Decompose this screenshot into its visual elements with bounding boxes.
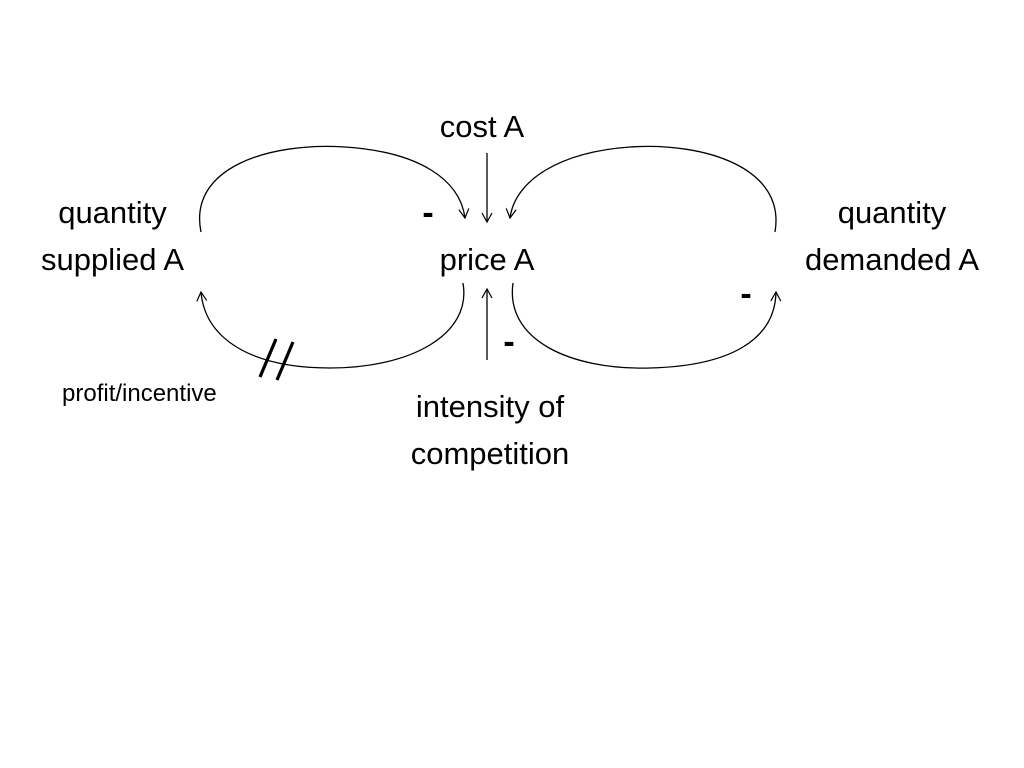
link-demanded-to-price <box>505 145 777 233</box>
polarity-competition-to-price: - <box>503 323 515 361</box>
node-cost-a: cost A <box>412 103 552 150</box>
link-price-to-supplied <box>196 282 465 369</box>
node-intensity-of-competition: intensity of competition <box>380 383 600 477</box>
node-intensity-of-competition-line1: intensity of <box>415 389 565 424</box>
link-price-to-demanded <box>511 282 782 369</box>
node-quantity-supplied-a-line2: supplied A <box>40 242 185 277</box>
delay-label: profit/incentive <box>62 380 217 407</box>
node-price-a: price A <box>412 236 562 283</box>
link-supplied-to-price <box>198 145 470 233</box>
node-price-a-label: price A <box>439 242 535 277</box>
node-quantity-demanded-a: quantity demanded A <box>782 189 1002 283</box>
node-quantity-supplied-a-line1: quantity <box>58 195 167 230</box>
node-intensity-of-competition-line2: competition <box>410 436 570 471</box>
delay-mark <box>258 338 295 381</box>
node-quantity-supplied-a: quantity supplied A <box>15 189 210 283</box>
node-quantity-demanded-a-line2: demanded A <box>804 242 980 277</box>
polarity-price-to-demanded: - <box>740 275 752 313</box>
polarity-supplied-to-price: - <box>422 194 434 232</box>
node-cost-a-label: cost A <box>439 109 525 144</box>
node-quantity-demanded-a-line1: quantity <box>837 195 947 230</box>
